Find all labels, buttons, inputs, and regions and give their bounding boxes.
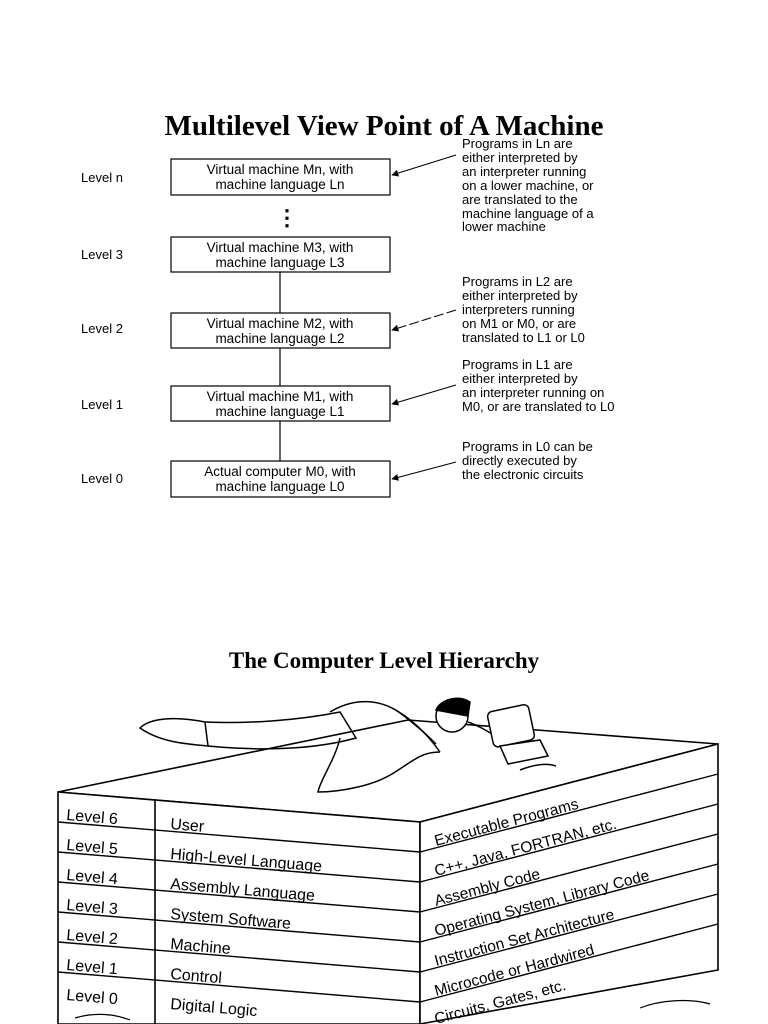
note-level-0: Programs in L0 can be directly executed … xyxy=(462,439,593,482)
machine-box-0: Actual computer M0, with machine languag… xyxy=(170,460,391,498)
machine-box-2: Virtual machine M2, with machine languag… xyxy=(170,312,391,349)
machine-box-line2: machine language L0 xyxy=(215,479,344,494)
level-label-3: Level 3 xyxy=(81,247,123,262)
svg-text:interpreters running: interpreters running xyxy=(462,302,575,317)
front-row-dividers xyxy=(57,821,421,1003)
hierarchy-level-label: Level 5 xyxy=(66,837,119,858)
side-row-dividers xyxy=(419,773,719,1003)
note-arrow xyxy=(391,461,457,481)
svg-text:Programs in L2 are: Programs in L2 are xyxy=(462,274,573,289)
hierarchy-level-label: Level 4 xyxy=(66,867,119,888)
machine-box-line2: machine language L2 xyxy=(215,331,344,346)
hierarchy-level-label: Level 0 xyxy=(66,987,119,1008)
level-label-0: Level 0 xyxy=(81,471,123,486)
machine-box-line1: Virtual machine Mn, with xyxy=(207,162,354,177)
svg-text:an interpreter running: an interpreter running xyxy=(462,164,586,179)
svg-text:lower machine: lower machine xyxy=(462,219,546,234)
note-arrow xyxy=(391,384,457,406)
svg-text:on a lower machine, or: on a lower machine, or xyxy=(462,178,594,193)
level-label-n: Level n xyxy=(81,170,123,185)
machine-box-line1: Virtual machine M3, with xyxy=(207,240,354,255)
ellipsis: ⋮ xyxy=(276,205,298,230)
sketch-line xyxy=(74,1013,131,1021)
note-level-n: Programs in Ln are either interpreted by… xyxy=(462,136,594,234)
sketch-line xyxy=(639,999,711,1009)
svg-text:either interpreted by: either interpreted by xyxy=(462,150,578,165)
note-arrow xyxy=(391,309,457,332)
level-label-1: Level 1 xyxy=(81,397,123,412)
machine-box-n: Virtual machine Mn, with machine languag… xyxy=(170,158,391,196)
svg-text:Programs in L1 are: Programs in L1 are xyxy=(462,357,573,372)
note-arrow xyxy=(391,154,457,177)
user-figure xyxy=(138,697,557,793)
machine-box-line1: Virtual machine M2, with xyxy=(207,316,354,331)
svg-text:are translated to the: are translated to the xyxy=(462,192,578,207)
svg-text:either interpreted by: either interpreted by xyxy=(462,288,578,303)
machine-box-line1: Actual computer M0, with xyxy=(204,464,356,479)
hierarchy-title: The Computer Level Hierarchy xyxy=(228,648,540,673)
level-label-2: Level 2 xyxy=(81,321,123,336)
machine-box-3: Virtual machine M3, with machine languag… xyxy=(170,236,391,273)
note-level-2: Programs in L2 are either interpreted by… xyxy=(462,274,585,345)
hierarchy-level-labels: Level 6 Level 5 Level 4 Level 3 Level 2 … xyxy=(66,807,119,1008)
hierarchy-level-label: Level 6 xyxy=(66,807,119,828)
machine-box-line2: machine language Ln xyxy=(215,177,344,192)
hierarchy-level-name: User xyxy=(170,816,206,836)
machine-box-1: Virtual machine M1, with machine languag… xyxy=(170,385,391,422)
hierarchy-level-name: Control xyxy=(170,966,223,987)
svg-text:M0, or are translated to L0: M0, or are translated to L0 xyxy=(462,399,614,414)
hierarchy-level-label: Level 1 xyxy=(66,957,119,978)
multilevel-title: Multilevel View Point of A Machine xyxy=(164,110,604,142)
note-level-1: Programs in L1 are either interpreted by… xyxy=(462,357,614,414)
machine-box-line2: machine language L3 xyxy=(215,255,344,270)
hierarchy-level-name: Machine xyxy=(170,936,232,958)
hierarchy-level-label: Level 2 xyxy=(66,927,119,948)
svg-text:translated to L1 or L0: translated to L1 or L0 xyxy=(462,330,585,345)
svg-text:Programs in Ln are: Programs in Ln are xyxy=(462,136,573,151)
multilevel-diagram: Level n Level 3 Level 2 Level 1 Level 0 … xyxy=(81,136,614,498)
hierarchy-illustration: Level 6 Level 5 Level 4 Level 3 Level 2 … xyxy=(57,697,719,1024)
svg-text:the electronic circuits: the electronic circuits xyxy=(462,467,584,482)
svg-text:Programs in L0 can be: Programs in L0 can be xyxy=(462,439,593,454)
stack-side-face xyxy=(419,742,719,1024)
svg-text:on M1 or M0, or are: on M1 or M0, or are xyxy=(462,316,576,331)
machine-box-line1: Virtual machine M1, with xyxy=(207,389,354,404)
svg-text:either interpreted by: either interpreted by xyxy=(462,371,578,386)
stack-front-face xyxy=(57,791,421,1024)
svg-text:directly executed by: directly executed by xyxy=(462,453,577,468)
svg-text:machine language of a: machine language of a xyxy=(462,206,594,221)
svg-text:an interpreter running on: an interpreter running on xyxy=(462,385,604,400)
machine-box-line2: machine language L1 xyxy=(215,404,344,419)
hierarchy-level-label: Level 3 xyxy=(66,897,119,918)
